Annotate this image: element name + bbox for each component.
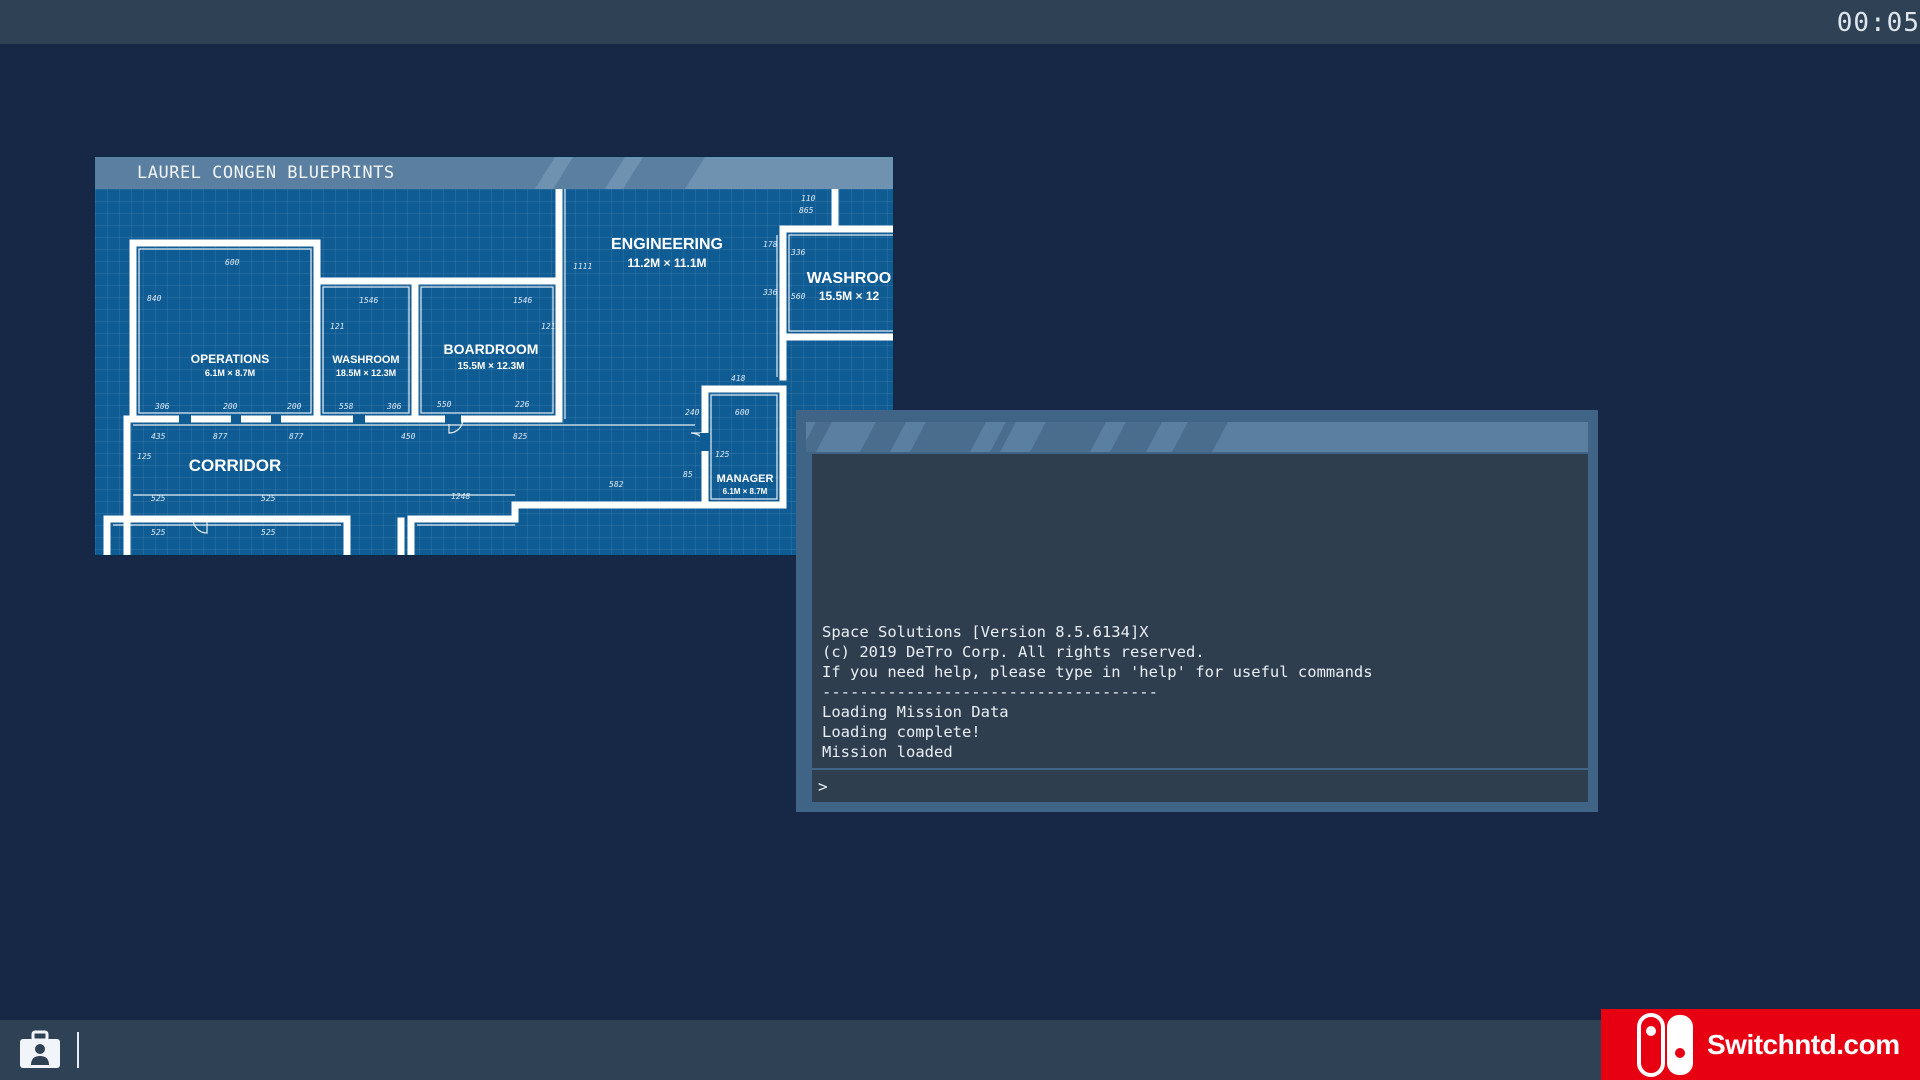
room-label-operations: OPERATIONS — [191, 352, 269, 366]
watermark-banner: Switchntd.com — [1601, 1009, 1920, 1080]
titlebar-stripes — [806, 422, 1228, 452]
dim-label: 125 — [715, 450, 730, 459]
terminal-line: Loading complete! — [822, 723, 981, 741]
dim-label: 200 — [287, 402, 302, 411]
titlebar-stripes — [535, 157, 893, 189]
room-size-boardroom: 15.5M × 12.3M — [458, 361, 525, 372]
room-size-washroom: 18.5M × 12.3M — [336, 368, 396, 378]
blueprint-floorplan: OPERATIONS 6.1M × 8.7M WASHROOM 18.5M × … — [95, 185, 893, 555]
room-label-washroom-2: WASHROO — [807, 270, 891, 287]
room-label-boardroom: BOARDROOM — [444, 341, 539, 357]
dim-label: 85 — [683, 470, 693, 479]
dim-label: 582 — [609, 480, 624, 489]
terminal-titlebar[interactable] — [806, 422, 1588, 452]
dim-label: 418 — [731, 374, 746, 383]
dim-label: 450 — [401, 432, 416, 441]
top-bar: 00:05 — [0, 0, 1920, 44]
terminal-prompt: > — [818, 776, 828, 796]
dim-label: 306 — [154, 402, 170, 411]
dim-label: 560 — [791, 292, 806, 301]
room-size-engineering: 11.2M × 11.1M — [627, 256, 706, 270]
room-size-washroom-2: 15.5M × 12 — [819, 289, 880, 303]
terminal-line: ------------------------------------ — [822, 683, 1158, 701]
dim-label: 110 — [801, 194, 816, 203]
terminal-command-input[interactable] — [833, 773, 1588, 799]
dim-label: 336 — [790, 248, 806, 257]
nintendo-switch-logo-icon — [1637, 1012, 1693, 1077]
dim-label: 125 — [137, 452, 152, 461]
dim-label: 877 — [213, 432, 228, 441]
dim-label: 121 — [330, 322, 344, 331]
dim-label: 525 — [151, 494, 166, 503]
taskbar-cursor-separator — [77, 1032, 79, 1068]
dim-label: 435 — [151, 432, 166, 441]
room-label-washroom: WASHROOM — [332, 354, 399, 366]
watermark-text: Switchntd.com — [1707, 1028, 1900, 1060]
dim-label: 1111 — [573, 262, 592, 271]
dim-label: 336 — [762, 288, 778, 297]
dim-label: 525 — [151, 528, 166, 537]
dim-label: 825 — [513, 432, 528, 441]
room-size-manager: 6.1M × 8.7M — [723, 487, 768, 496]
dim-label: 1546 — [513, 296, 532, 305]
dim-label: 240 — [685, 408, 700, 417]
briefcase-person-icon[interactable] — [18, 1030, 62, 1070]
terminal-window[interactable]: Space Solutions [Version 8.5.6134]X (c) … — [796, 410, 1598, 812]
taskbar — [0, 1020, 1920, 1080]
terminal-input-row[interactable]: > — [812, 770, 1588, 802]
terminal-line: (c) 2019 DeTro Corp. All rights reserved… — [822, 643, 1205, 661]
dim-label: 525 — [261, 494, 276, 503]
dim-label: 877 — [289, 432, 304, 441]
dim-label: 1248 — [451, 492, 470, 501]
terminal-line: Loading Mission Data — [822, 703, 1009, 721]
dim-label: 1546 — [359, 296, 378, 305]
room-label-engineering: ENGINEERING — [611, 236, 723, 253]
floorplan-drawing: OPERATIONS 6.1M × 8.7M WASHROOM 18.5M × … — [103, 185, 893, 555]
room-size-operations: 6.1M × 8.7M — [205, 368, 255, 378]
room-label-corridor: CORRIDOR — [189, 456, 282, 475]
dim-label: 226 — [515, 400, 530, 409]
dim-label: 200 — [223, 402, 238, 411]
dim-label: 121 — [541, 322, 555, 331]
terminal-output: Space Solutions [Version 8.5.6134]X (c) … — [812, 454, 1588, 768]
dim-label: 550 — [437, 400, 452, 409]
terminal-line: If you need help, please type in 'help' … — [822, 663, 1373, 681]
blueprint-window-title: LAUREL CONGEN BLUEPRINTS — [137, 163, 395, 183]
dim-label: 178 — [763, 240, 778, 249]
blueprint-window-titlebar[interactable]: LAUREL CONGEN BLUEPRINTS — [95, 157, 893, 189]
clock: 00:05 — [1836, 8, 1920, 38]
blueprint-window[interactable]: LAUREL CONGEN BLUEPRINTS — [94, 156, 894, 556]
room-label-manager: MANAGER — [717, 473, 774, 485]
dim-label: 306 — [386, 402, 402, 411]
dim-label: 840 — [147, 294, 162, 303]
dim-label: 600 — [735, 408, 750, 417]
terminal-line: Mission loaded — [822, 743, 953, 761]
dim-label: 558 — [339, 402, 354, 411]
dim-label: 600 — [225, 258, 240, 267]
dim-label: 525 — [261, 528, 276, 537]
dim-label: 865 — [799, 206, 814, 215]
terminal-line: Space Solutions [Version 8.5.6134]X — [822, 623, 1149, 641]
